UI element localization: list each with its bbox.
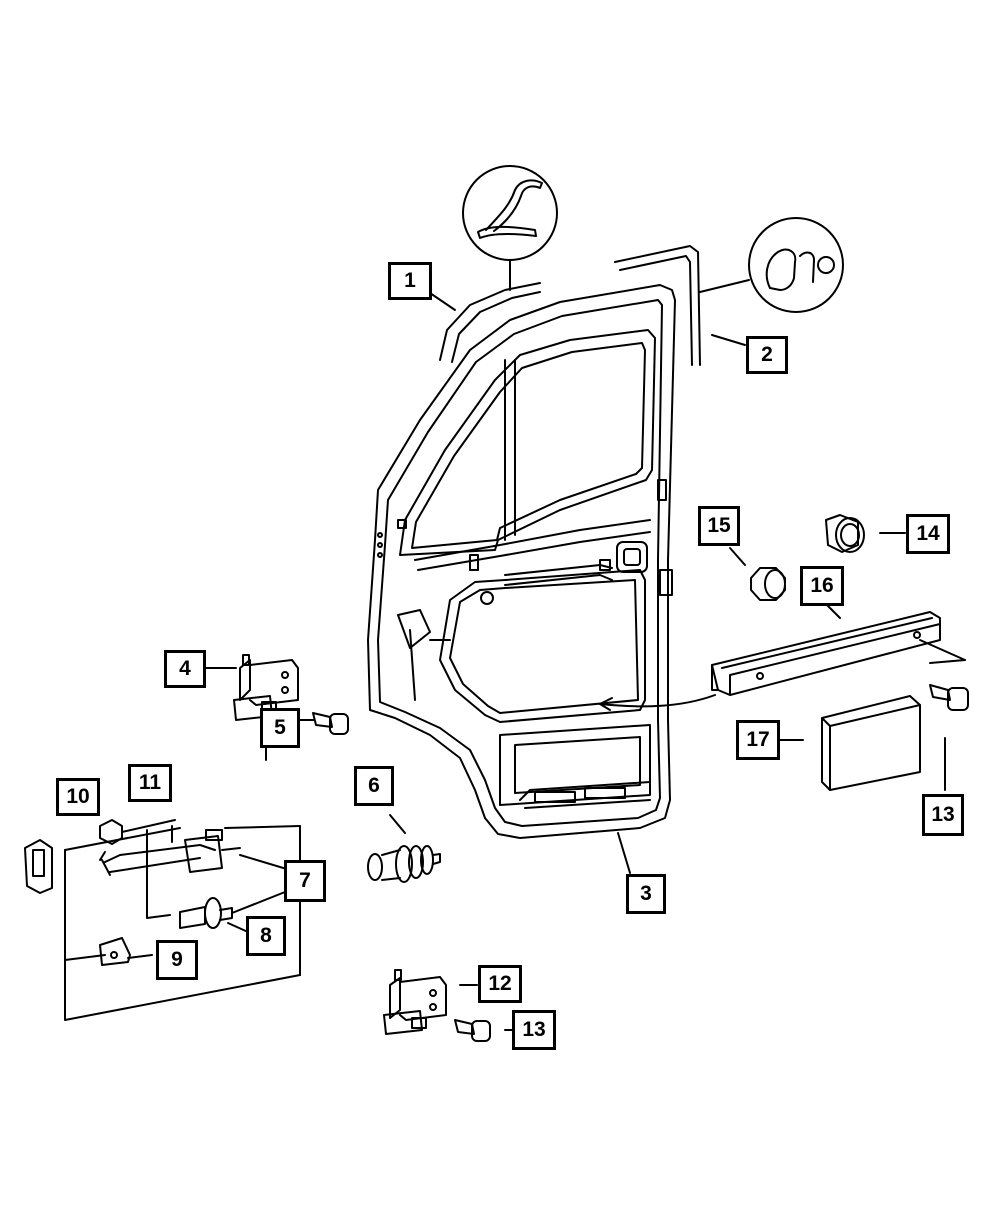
callout-label: 1 (404, 269, 416, 292)
callout-label: 4 (179, 657, 191, 680)
door-check-strap (99, 829, 291, 876)
callout-14[interactable]: 14 (906, 514, 950, 554)
callout-label: 5 (274, 716, 286, 739)
assembly-bracket-lines (64, 825, 301, 1021)
trim-pad (779, 695, 921, 791)
upper-hinge (204, 654, 299, 721)
callout-label: 7 (299, 869, 311, 892)
callout-13-lower[interactable]: 13 (512, 1010, 556, 1050)
seal-profile-detail-1 (462, 165, 558, 291)
callout-label: 13 (522, 1018, 546, 1041)
callout-1[interactable]: 1 (388, 262, 432, 300)
callout-label: 12 (488, 972, 512, 995)
door-plug-14 (825, 514, 906, 553)
callout-label: 14 (916, 522, 940, 545)
callout-label: 9 (171, 948, 183, 971)
callout-17[interactable]: 17 (736, 720, 780, 760)
callout-label: 8 (260, 924, 272, 947)
callout-label: 17 (746, 728, 770, 751)
callout-label: 10 (66, 785, 90, 808)
callout-10[interactable]: 10 (56, 778, 100, 816)
callout-label: 2 (761, 343, 773, 366)
callout-11[interactable]: 11 (128, 764, 172, 802)
callout-label: 11 (138, 771, 162, 794)
seal-profile-detail-2 (699, 217, 844, 313)
lower-hinge (383, 969, 478, 1035)
callout-label: 15 (707, 514, 731, 537)
check-strap-pin (179, 889, 291, 933)
leader-lines (265, 292, 746, 874)
callout-7[interactable]: 7 (284, 860, 326, 902)
door-sill-molding (599, 597, 966, 711)
callout-16[interactable]: 16 (800, 566, 844, 606)
callout-4[interactable]: 4 (164, 650, 206, 688)
check-strap-cover (24, 839, 53, 894)
callout-9[interactable]: 9 (156, 940, 198, 980)
callout-15[interactable]: 15 (698, 506, 740, 546)
callout-6[interactable]: 6 (354, 766, 394, 806)
weatherstrip-door-seal (614, 245, 701, 366)
callout-3[interactable]: 3 (626, 874, 666, 914)
door-shell (367, 284, 676, 839)
callout-label: 16 (810, 574, 834, 597)
check-strap-nut (99, 819, 176, 845)
callout-5[interactable]: 5 (260, 708, 300, 748)
molding-bolt (929, 684, 969, 791)
callout-8[interactable]: 8 (246, 916, 286, 956)
weatherstrip-front-seal (439, 282, 541, 363)
hinge-bolt-upper (297, 712, 349, 735)
callout-2[interactable]: 2 (746, 336, 788, 374)
callout-12[interactable]: 12 (478, 965, 522, 1003)
callout-label: 13 (931, 803, 955, 826)
callout-label: 6 (368, 774, 380, 797)
hinge-bolt-lower (454, 1019, 513, 1042)
wire-harness-boot (367, 814, 441, 883)
callout-label: 3 (640, 882, 652, 905)
mounting-bracket (99, 937, 153, 966)
callout-13-right[interactable]: 13 (922, 794, 964, 836)
door-plug-15 (729, 547, 786, 601)
